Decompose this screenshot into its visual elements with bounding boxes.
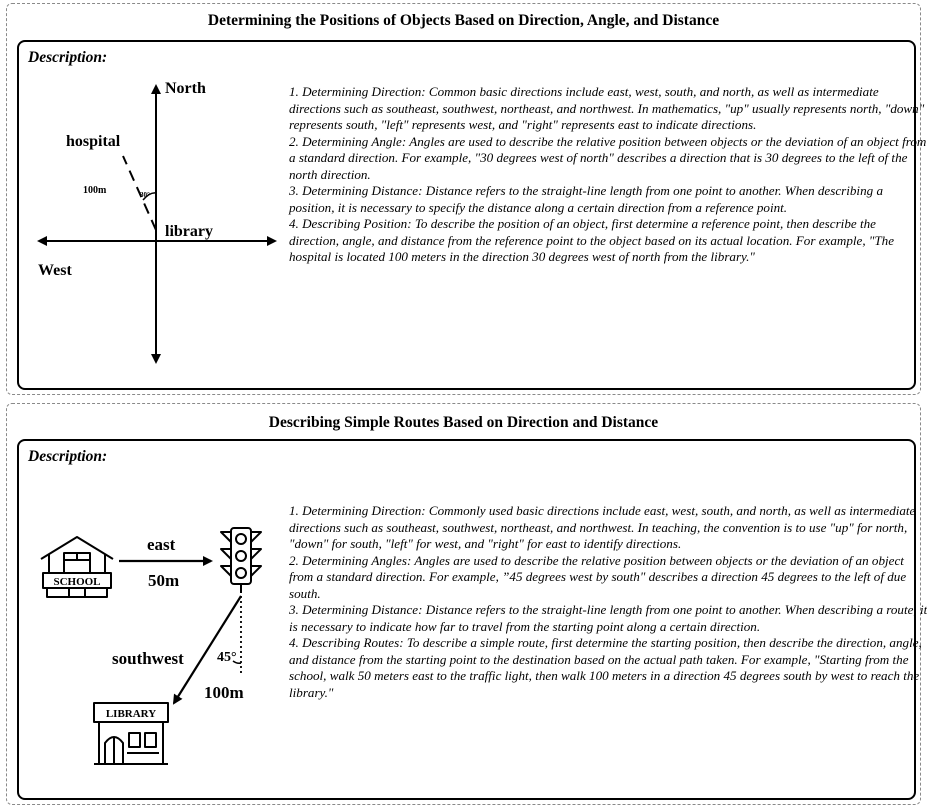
paragraph-direction: 1. Determining Direction: Commonly used … <box>289 503 916 551</box>
hospital-direction-line <box>122 155 157 231</box>
north-label: North <box>165 80 206 97</box>
paragraph-position: 4. Describing Position: To describe the … <box>289 216 895 264</box>
east-label: east <box>147 535 176 554</box>
hospital-label: hospital <box>66 133 121 150</box>
school-sign: SCHOOL <box>53 576 100 588</box>
paragraph-angle: 2. Determining Angle: Angles are used to… <box>289 133 927 182</box>
traffic-light-icon <box>220 527 262 593</box>
paragraph-distance: 3. Determining Distance: Distance refers… <box>289 602 927 634</box>
description-label: Description: <box>28 448 108 465</box>
description-label: Description: <box>28 49 108 66</box>
distance1-label: 50m <box>148 571 179 590</box>
position-panel: Determining the Positions of Objects Bas… <box>6 3 926 395</box>
library-label: library <box>165 223 213 240</box>
library-sign: LIBRARY <box>106 708 156 720</box>
school-icon <box>40 536 114 598</box>
panel-title: Determining the Positions of Objects Bas… <box>207 12 720 29</box>
panel-title: Describing Simple Routes Based on Direct… <box>268 414 659 431</box>
library-icon <box>93 702 169 765</box>
route-diagram: SCHOOL east 50m <box>40 527 262 765</box>
compass-diagram: North West hospital library 100m 30° <box>37 80 277 364</box>
content-box: Description: North West hospital library… <box>17 40 926 390</box>
paragraph-direction: 1. Determining Direction: Common basic d… <box>289 84 925 132</box>
paragraph-routes: 4. Describing Routes: To describe a simp… <box>289 635 922 700</box>
paragraph-distance: 3. Determining Distance: Distance refers… <box>289 183 883 215</box>
southwest-label: southwest <box>112 649 184 668</box>
distance-label: 100m <box>83 185 107 196</box>
southwest-route-arrow <box>172 595 242 705</box>
west-label: West <box>38 262 72 279</box>
paragraph-angle: 2. Determining Angles: Angles are used t… <box>289 552 907 601</box>
angle-label: 30° <box>140 191 150 199</box>
route-panel: Describing Simple Routes Based on Direct… <box>6 403 927 805</box>
angle-arc <box>142 192 157 201</box>
angle-arc <box>232 660 242 664</box>
description-text: 1. Determining Direction: Commonly used … <box>289 503 927 701</box>
description-text: 1. Determining Direction: Common basic d… <box>289 84 927 266</box>
angle-label: 45° <box>217 650 237 665</box>
content-box: Description: SCHOOL east <box>17 439 927 800</box>
distance2-label: 100m <box>204 683 244 702</box>
